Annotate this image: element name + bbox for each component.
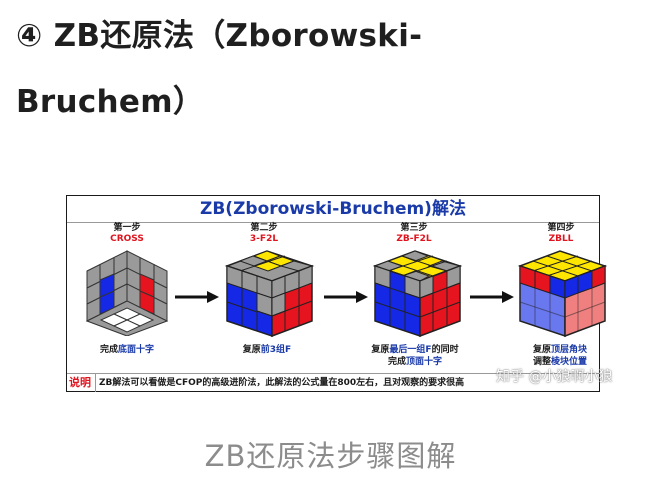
- step-4-header: 第四步 ZBLL: [511, 223, 611, 245]
- heading-line-1: ④ ZB还原法（Zborowski-: [16, 18, 423, 54]
- image-caption: ZB还原法步骤图解: [204, 439, 457, 473]
- zb-f2l-cube-image: [372, 250, 463, 338]
- step-3-caption-highlight: 最后一组F: [389, 345, 432, 355]
- step-3-caption: 复原最后一组F的同时 完成顶面十字: [350, 344, 480, 368]
- step-3-caption-tail: 的同时: [431, 345, 459, 355]
- cross-cube-image: [85, 250, 169, 336]
- note-row: 说明 ZB解法可以看做是CFOP的高级进阶法，此解法的公式量在800左右，且对观…: [67, 373, 599, 392]
- f2l-cube-image: [224, 250, 315, 338]
- step-1-caption-plain: 完成: [99, 345, 118, 355]
- zb-method-diagram: ZB(Zborowski-Bruchem)解法 第一步 CROSS 完成底面十字…: [66, 195, 608, 392]
- watermark: 知乎 @小狼啊小狼: [496, 369, 613, 385]
- step-3-caption-line2-plain: 完成: [387, 357, 406, 367]
- step-2-caption-highlight: 前3组F: [260, 345, 292, 355]
- note-text: ZB解法可以看做是CFOP的高级进阶法，此解法的公式量在800左右，且对观察的要…: [99, 378, 465, 388]
- step-4-name: ZBLL: [548, 234, 574, 244]
- step-4-caption-plain: 复原: [532, 345, 551, 355]
- step-2-header: 第二步 3-F2L: [214, 223, 314, 245]
- step-1-number: 第一步: [113, 223, 141, 233]
- step-4-caption-line2-highlight: 棱块位置: [551, 357, 588, 367]
- note-divider: [95, 374, 96, 392]
- arrow-right-icon: [324, 291, 368, 303]
- step-2-name: 3-F2L: [249, 234, 279, 244]
- arrow-right-icon: [175, 291, 219, 303]
- step-1-caption-highlight: 底面十字: [118, 345, 155, 355]
- step-2-caption: 复原前3组F: [202, 344, 332, 356]
- step-3-caption-plain: 复原: [371, 345, 390, 355]
- diagram-title: ZB(Zborowski-Bruchem)解法: [67, 196, 599, 223]
- step-4-caption-highlight: 顶层角块: [551, 345, 588, 355]
- step-2-number: 第二步: [250, 223, 278, 233]
- step-3-name: ZB-F2L: [396, 234, 432, 244]
- step-4-caption: 复原顶层角块 调整棱块位置: [495, 344, 625, 368]
- step-2-caption-plain: 复原: [242, 345, 261, 355]
- step-3-number: 第三步: [400, 223, 428, 233]
- zbll-cube-image: [517, 250, 608, 338]
- step-3-caption-line2-highlight: 顶面十字: [406, 357, 443, 367]
- arrow-right-icon: [470, 291, 514, 303]
- heading-line-2: Bruchem）: [16, 84, 205, 120]
- step-1-caption: 完成底面十字: [62, 344, 192, 356]
- step-1-header: 第一步 CROSS: [77, 223, 177, 245]
- step-1-name: CROSS: [110, 234, 144, 244]
- step-4-number: 第四步: [547, 223, 575, 233]
- step-3-header: 第三步 ZB-F2L: [364, 223, 464, 245]
- step-4-caption-line2-plain: 调整: [532, 357, 551, 367]
- note-label: 说明: [69, 376, 91, 389]
